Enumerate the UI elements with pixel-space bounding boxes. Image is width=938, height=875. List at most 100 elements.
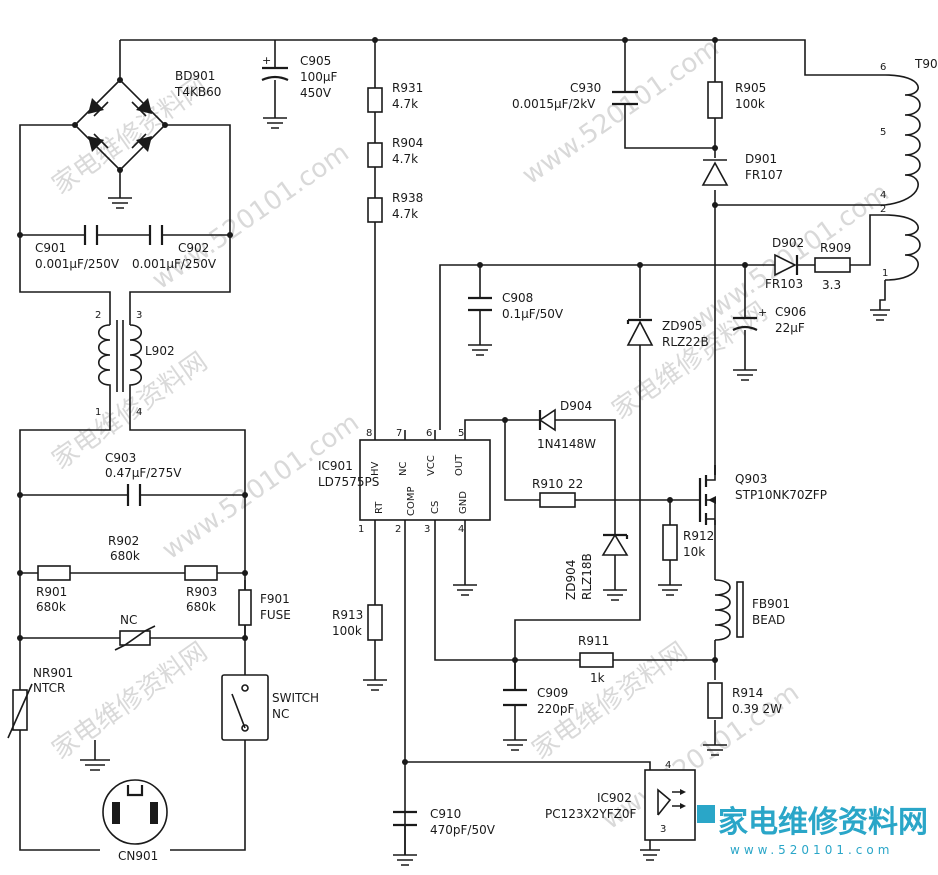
r902-value: 680k xyxy=(110,549,140,563)
d904-value: 1N4148W xyxy=(537,437,596,451)
r909-ref: R909 xyxy=(820,241,851,255)
r913-ref: R913 xyxy=(332,608,363,622)
d904-ref: D904 xyxy=(560,399,592,413)
ic901-pin-name: OUT xyxy=(454,454,465,476)
ic902-value: PC123X2YFZ0F xyxy=(545,807,636,821)
r911-value: 1k xyxy=(590,671,605,685)
r905-value: 100k xyxy=(735,97,765,111)
c906-ref: C906 xyxy=(775,305,806,319)
resistor-r914: R914 0.39 2W xyxy=(703,682,782,756)
r903-value: 680k xyxy=(186,600,216,614)
nr901-value: NTCR xyxy=(33,681,65,695)
ic901-pin-num: 6 xyxy=(426,428,432,439)
ic901-controller: IC901 LD7575PS HV NC VCC OUT RT COMP CS … xyxy=(318,428,491,535)
r910-value: 22 xyxy=(568,477,583,491)
bleeder-resistors: R902 680k R901 680k R903 680k xyxy=(36,534,218,614)
t90-pin: 5 xyxy=(880,127,886,138)
bd901-value: T4KB60 xyxy=(174,85,221,99)
capacitor-c930: C930 0.0015μF/2kV xyxy=(512,81,638,111)
ic901-pin-num: 7 xyxy=(396,428,402,439)
ic901-pin-name: CS xyxy=(430,501,441,514)
c901-ref: C901 xyxy=(35,241,66,255)
zener-zd905: ZD905 RLZ22B xyxy=(626,318,709,349)
l902-pin: 1 xyxy=(95,407,101,418)
ic901-pin-name: RT xyxy=(374,501,385,514)
bd901-ref: BD901 xyxy=(175,69,215,83)
c930-value: 0.0015μF/2kV xyxy=(512,97,596,111)
zd905-value: RLZ22B xyxy=(662,335,709,349)
wire-net xyxy=(19,39,886,855)
ac-socket-cn901: CN901 xyxy=(80,740,168,863)
switch-ref: SWITCH xyxy=(272,691,319,705)
c905-ref: C905 xyxy=(300,54,331,68)
capacitor-c909: C909 220pF xyxy=(503,686,575,751)
d901-value: FR107 xyxy=(745,168,783,182)
r931-ref: R931 xyxy=(392,81,423,95)
brand-name: 家电维修资料网 xyxy=(718,805,928,840)
l902-pin: 4 xyxy=(136,407,142,418)
ic901-pin-name: VCC xyxy=(426,455,437,476)
resistor-r910: R910 22 xyxy=(532,477,583,508)
r901-ref: R901 xyxy=(36,585,67,599)
c905-value: 100μF xyxy=(300,70,338,84)
switch-value: NC xyxy=(272,707,289,721)
r913-value: 100k xyxy=(332,624,362,638)
d902-ref: D902 xyxy=(772,236,804,250)
t90-pin: 2 xyxy=(880,204,886,215)
c930-ref: C930 xyxy=(570,81,601,95)
r902-ref: R902 xyxy=(108,534,139,548)
ic901-pin-num: 5 xyxy=(458,428,464,439)
ic902-pin: 4 xyxy=(665,760,671,771)
r904-value: 4.7k xyxy=(392,152,418,166)
l902-pin: 2 xyxy=(95,310,101,321)
f901-ref: F901 xyxy=(260,592,290,606)
ic901-pin-name: HV xyxy=(370,461,381,476)
c903-value: 0.47μF/275V xyxy=(105,466,182,480)
r912-ref: R912 xyxy=(683,529,714,543)
optocoupler-ic902: IC902 PC123X2YFZ0F 4 3 xyxy=(545,760,696,861)
varistor-nc: NC xyxy=(114,613,156,651)
brand-logo: 家电维修资料网 www.520101.com xyxy=(697,805,928,857)
brand-url: www.520101.com xyxy=(730,843,893,857)
r938-ref: R938 xyxy=(392,191,423,205)
diode-d904: D904 1N4148W xyxy=(537,399,596,451)
ic901-pin-num: 4 xyxy=(458,524,464,535)
r911-ref: R911 xyxy=(578,634,609,648)
junction-dots xyxy=(17,37,748,765)
watermark-text: www.520101.com xyxy=(517,33,725,191)
ground-symbols xyxy=(108,197,477,596)
c906-value: 22μF xyxy=(775,321,805,335)
resistor-r912: R912 10k xyxy=(658,524,714,596)
switch-nc: SWITCH NC xyxy=(221,674,319,741)
r931-value: 4.7k xyxy=(392,97,418,111)
resistor-r911: R911 1k xyxy=(578,634,614,685)
d901-ref: D901 xyxy=(745,152,777,166)
ic901-pin-num: 8 xyxy=(366,428,372,439)
c908-ref: C908 xyxy=(502,291,533,305)
bead-fb901: FB901 BEAD xyxy=(714,579,790,641)
ic901-ref: IC901 xyxy=(318,459,353,473)
ic901-pin-name: NC xyxy=(398,462,409,476)
r938-value: 4.7k xyxy=(392,207,418,221)
svg-text:+: + xyxy=(758,306,767,319)
r904-ref: R904 xyxy=(392,136,423,150)
c909-value: 220pF xyxy=(537,702,575,716)
c901-value: 0.001μF/250V xyxy=(35,257,120,271)
c903-ref: C903 xyxy=(105,451,136,465)
t90-ref: T90 xyxy=(914,57,938,71)
thermistor-nr901: NR901 NTCR xyxy=(7,666,73,739)
ic901-pin-num: 2 xyxy=(395,524,401,535)
brand-mark-icon xyxy=(697,805,715,823)
capacitor-c905: + C905 100μF 450V xyxy=(261,54,338,129)
c909-ref: C909 xyxy=(537,686,568,700)
snubber-r905-d901: R905 100k D901 FR107 xyxy=(701,81,783,186)
capacitor-c908: C908 0.1μF/50V xyxy=(468,291,564,356)
ic901-pin-num: 3 xyxy=(424,524,430,535)
resistor-chain: R931 4.7k R904 4.7k R938 4.7k xyxy=(367,81,423,223)
ic901-pin-name: COMP xyxy=(406,486,417,516)
bridge-rectifier-bd901: BD901 T4KB60 xyxy=(88,69,221,152)
nc-ref: NC xyxy=(120,613,137,627)
c910-ref: C910 xyxy=(430,807,461,821)
